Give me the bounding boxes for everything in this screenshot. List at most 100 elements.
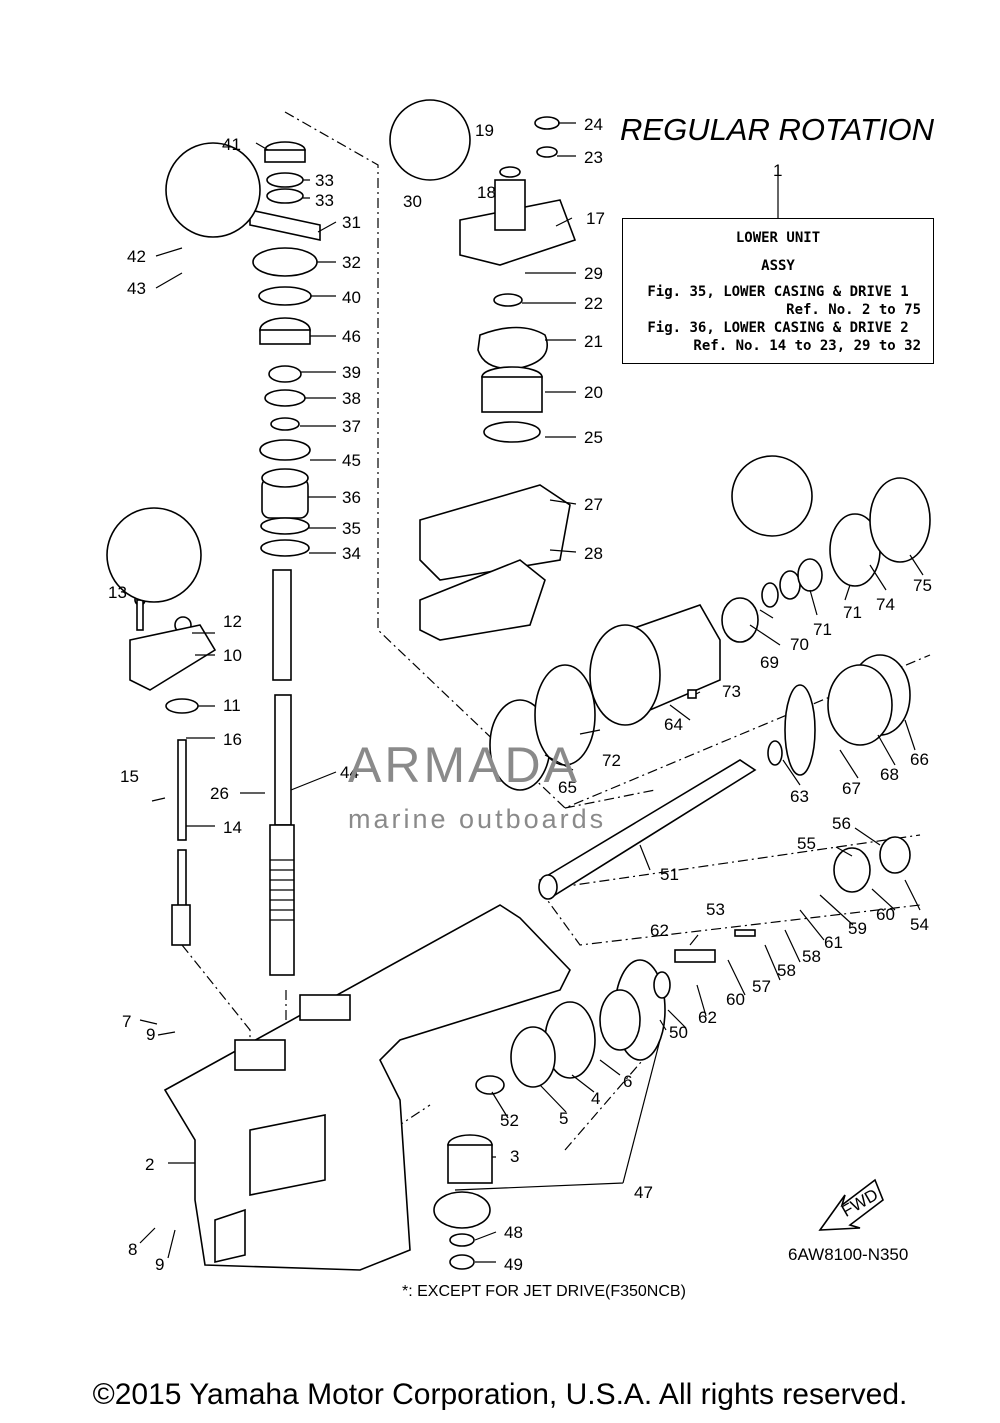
callout-62: 62	[650, 921, 669, 940]
callout-17: 17	[586, 209, 605, 228]
callout-25: 25	[584, 428, 603, 447]
shift-assembly	[129, 594, 217, 946]
box-line-3: Fig. 35, LOWER CASING & DRIVE 1	[647, 284, 909, 300]
bearing-housing	[489, 477, 931, 791]
callout-46: 46	[342, 327, 361, 346]
callout-65: 65	[558, 778, 577, 797]
prop-shaft	[433, 654, 911, 1270]
callout-59: 59	[848, 919, 867, 938]
callout-53: 53	[706, 900, 725, 919]
callout-38: 38	[342, 389, 361, 408]
callout-27: 27	[584, 495, 603, 514]
callout-16: 16	[223, 730, 242, 749]
callout-19: 19	[475, 121, 494, 140]
callout-41: 41	[222, 135, 241, 154]
callout-9: 9	[146, 1025, 155, 1044]
callout-33: 33	[315, 171, 334, 190]
box-line-1: LOWER UNIT	[735, 230, 821, 246]
callout-6: 6	[623, 1072, 632, 1091]
diagram-code: 6AW8100-N350	[788, 1245, 909, 1264]
callout-24: 24	[584, 115, 603, 134]
callout-4: 4	[591, 1089, 600, 1108]
callout-3: 3	[510, 1147, 519, 1166]
callout-20: 20	[584, 383, 603, 402]
copyright: ©2015 Yamaha Motor Corporation, U.S.A. A…	[92, 1378, 908, 1411]
watermark-tagline: marine outboards	[348, 804, 607, 834]
callout-15: 15	[120, 767, 139, 786]
callout-33b: 33	[315, 191, 334, 210]
callout-28: 28	[584, 544, 603, 563]
lubricant-callouts	[106, 99, 813, 603]
callout-45: 45	[342, 451, 361, 470]
fwd-arrow: FWD	[818, 1178, 884, 1231]
drive-shaft	[269, 569, 295, 976]
diagram-title: REGULAR ROTATION	[620, 112, 935, 147]
callout-72: 72	[602, 751, 621, 770]
callout-26: 26	[210, 784, 229, 803]
callout-58b: 58	[802, 947, 821, 966]
callout-18: 18	[477, 183, 496, 202]
callout-10: 10	[223, 646, 242, 665]
callout-56: 56	[832, 814, 851, 833]
callout-8: 8	[128, 1240, 137, 1259]
callout-71b: 71	[813, 620, 832, 639]
callout-44: 44	[340, 763, 359, 782]
water-pump	[419, 116, 577, 641]
callout-32: 32	[342, 253, 361, 272]
callout-52: 52	[500, 1111, 519, 1130]
box-line-6: Ref. No. 14 to 23, 29 to 32	[693, 338, 921, 354]
callout-50: 50	[669, 1023, 688, 1042]
box-line-4: Ref. No. 2 to 75	[786, 302, 921, 318]
watermark-brand: ARMADA	[348, 737, 580, 793]
box-line-2: ASSY	[761, 258, 795, 274]
box-line-5: Fig. 36, LOWER CASING & DRIVE 2	[647, 320, 909, 336]
callout-47: 47	[634, 1183, 653, 1202]
callout-40: 40	[342, 288, 361, 307]
callout-35: 35	[342, 519, 361, 538]
callout-73: 73	[722, 682, 741, 701]
callout-11: 11	[223, 696, 241, 715]
callout-54: 54	[910, 915, 929, 934]
footnote: *: EXCEPT FOR JET DRIVE(F350NCB)	[402, 1283, 686, 1300]
callout-55: 55	[797, 834, 816, 853]
callout-7: 7	[122, 1012, 131, 1031]
leader-lines	[139, 122, 924, 1263]
callout-14: 14	[223, 818, 242, 837]
callout-12: 12	[223, 612, 242, 631]
callout-74: 74	[876, 595, 895, 614]
callout-66: 66	[910, 750, 929, 769]
callout-23: 23	[584, 148, 603, 167]
callout-63: 63	[790, 787, 809, 806]
callout-22: 22	[584, 294, 603, 313]
gear-housing	[163, 904, 571, 1271]
callout-62b: 62	[698, 1008, 717, 1027]
shaft-stack	[249, 141, 321, 557]
callout-numbers: 2 3 4 5 6 7 8 9 9 10 11 12 13 14 15 16 1…	[108, 115, 932, 1274]
callout-30: 30	[403, 192, 422, 211]
callout-9b: 9	[155, 1255, 164, 1274]
callout-60b: 60	[726, 990, 745, 1009]
callout-67: 67	[842, 779, 861, 798]
callout-51: 51	[660, 865, 679, 884]
callout-31: 31	[342, 213, 361, 232]
callout-69: 69	[760, 653, 779, 672]
callout-1: 1	[773, 161, 782, 180]
callout-29: 29	[584, 264, 603, 283]
callout-37: 37	[342, 417, 361, 436]
assembly-info-box: LOWER UNIT ASSY Fig. 35, LOWER CASING & …	[622, 218, 934, 364]
callout-60: 60	[876, 905, 895, 924]
callout-2: 2	[145, 1155, 154, 1174]
callout-21: 21	[584, 332, 603, 351]
callout-13: 13	[108, 583, 127, 602]
callout-58: 58	[777, 961, 796, 980]
callout-75: 75	[913, 576, 932, 595]
callout-49: 49	[504, 1255, 523, 1274]
callout-64: 64	[664, 715, 683, 734]
callout-42: 42	[127, 247, 146, 266]
callout-34: 34	[342, 544, 361, 563]
callout-68: 68	[880, 765, 899, 784]
callout-5: 5	[559, 1109, 568, 1128]
callout-70: 70	[790, 635, 809, 654]
callout-36: 36	[342, 488, 361, 507]
